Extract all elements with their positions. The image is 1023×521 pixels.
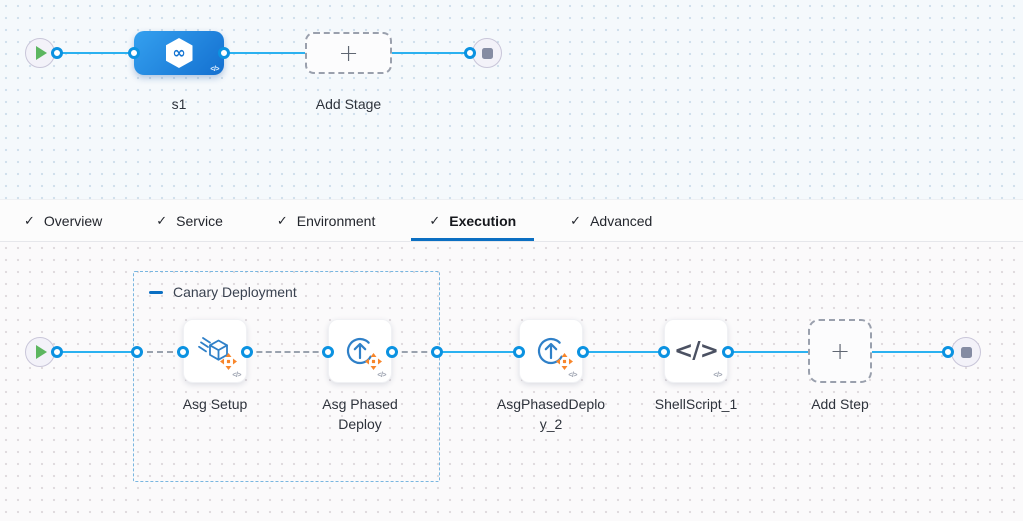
add-stage-label: Add Stage <box>315 96 382 112</box>
connection-line-dashed <box>247 351 328 353</box>
group-header: Canary Deployment <box>149 284 297 300</box>
connection-line-dashed <box>392 351 437 353</box>
stop-icon <box>960 346 972 358</box>
code-icon: </> <box>377 372 386 379</box>
asg-phased-deploy-icon <box>346 337 374 365</box>
tab-label: Overview <box>43 212 103 229</box>
step-label: AsgPhasedDeploy_2 <box>496 396 606 432</box>
plus-icon: + <box>829 337 851 365</box>
connector-port[interactable] <box>431 346 443 358</box>
add-step-button[interactable]: + <box>808 319 872 383</box>
stage-label: s1 <box>171 96 187 112</box>
connector-port[interactable] <box>386 346 398 358</box>
move-arrows-icon <box>220 353 237 370</box>
stop-icon <box>481 47 493 59</box>
connection-line <box>40 52 470 54</box>
check-icon: ✓ <box>24 212 35 228</box>
shell-script-icon: </> <box>674 338 719 364</box>
connector-port[interactable] <box>51 47 63 59</box>
tab-label: Advanced <box>590 212 653 229</box>
step-group-canary-deployment[interactable]: Canary Deployment <box>133 271 440 482</box>
add-step-label: Add Step <box>811 396 869 412</box>
connection-line <box>583 351 664 353</box>
play-icon <box>36 46 47 60</box>
execution-graph-canvas[interactable]: Canary Deployment <box>0 242 1023 521</box>
connection-line-dashed <box>137 351 183 353</box>
pipeline-start-node <box>25 38 55 68</box>
connection-line <box>40 351 137 353</box>
connector-port[interactable] <box>241 346 253 358</box>
tab-label: Execution <box>449 212 517 229</box>
execution-start-node <box>25 337 55 367</box>
tab-advanced[interactable]: ✓ Advanced <box>570 200 652 241</box>
move-arrows-icon <box>556 353 573 370</box>
tab-label: Service <box>176 212 223 229</box>
pipeline-end-node <box>472 38 502 68</box>
connector-port[interactable] <box>51 346 63 358</box>
connector-port[interactable] <box>513 346 525 358</box>
step-asg-phased-deploy-2[interactable]: </> <box>519 319 583 383</box>
step-shellscript-1[interactable]: </> </> <box>664 319 728 383</box>
step-label: Asg Phased Deploy <box>322 396 398 432</box>
connector-port[interactable] <box>464 47 476 59</box>
plus-icon: + <box>338 39 359 67</box>
tab-execution[interactable]: ✓ Execution <box>411 200 534 241</box>
connector-port[interactable] <box>577 346 589 358</box>
connector-port[interactable] <box>322 346 334 358</box>
execution-end-node <box>951 337 981 367</box>
connection-line <box>872 351 948 353</box>
code-icon: </> <box>568 372 577 379</box>
add-stage-button[interactable]: + <box>305 32 392 74</box>
step-asg-phased-deploy[interactable]: </> <box>328 319 392 383</box>
connector-port[interactable] <box>722 346 734 358</box>
tab-label: Environment <box>296 212 376 229</box>
check-icon: ✓ <box>429 212 441 228</box>
stage-config-tabbar: ✓ Overview ✓ Service ✓ Environment ✓ Exe… <box>0 199 1023 242</box>
play-icon <box>36 345 47 359</box>
step-asg-setup[interactable]: </> <box>183 319 247 383</box>
asg-setup-icon <box>198 337 228 361</box>
group-title: Canary Deployment <box>173 284 297 300</box>
move-arrows-icon <box>365 353 382 370</box>
connection-line <box>437 351 519 353</box>
connector-port[interactable] <box>218 47 230 59</box>
check-icon: ✓ <box>570 212 582 228</box>
asg-phased-deploy-icon <box>537 337 565 365</box>
connector-port[interactable] <box>658 346 670 358</box>
tab-environment[interactable]: ✓ Environment <box>277 200 376 241</box>
connection-line <box>728 351 808 353</box>
connector-port[interactable] <box>128 47 140 59</box>
connector-port[interactable] <box>942 346 954 358</box>
check-icon: ✓ <box>276 212 288 228</box>
harness-cd-icon: ∞ <box>165 38 193 68</box>
collapse-icon[interactable] <box>149 290 163 294</box>
tab-service[interactable]: ✓ Service <box>156 200 223 241</box>
stage-graph-canvas[interactable]: ∞ </> s1 + Add Stage <box>0 0 1023 199</box>
tab-overview[interactable]: ✓ Overview <box>24 200 102 241</box>
code-icon: </> <box>713 372 722 379</box>
step-label: ShellScript_1 <box>654 396 738 412</box>
check-icon: ✓ <box>156 212 168 228</box>
code-icon: </> <box>210 66 219 73</box>
code-icon: </> <box>232 372 241 379</box>
connector-port[interactable] <box>177 346 189 358</box>
stage-node-s1[interactable]: ∞ </> <box>134 31 224 75</box>
connector-port[interactable] <box>131 346 143 358</box>
step-label: Asg Setup <box>182 396 248 412</box>
